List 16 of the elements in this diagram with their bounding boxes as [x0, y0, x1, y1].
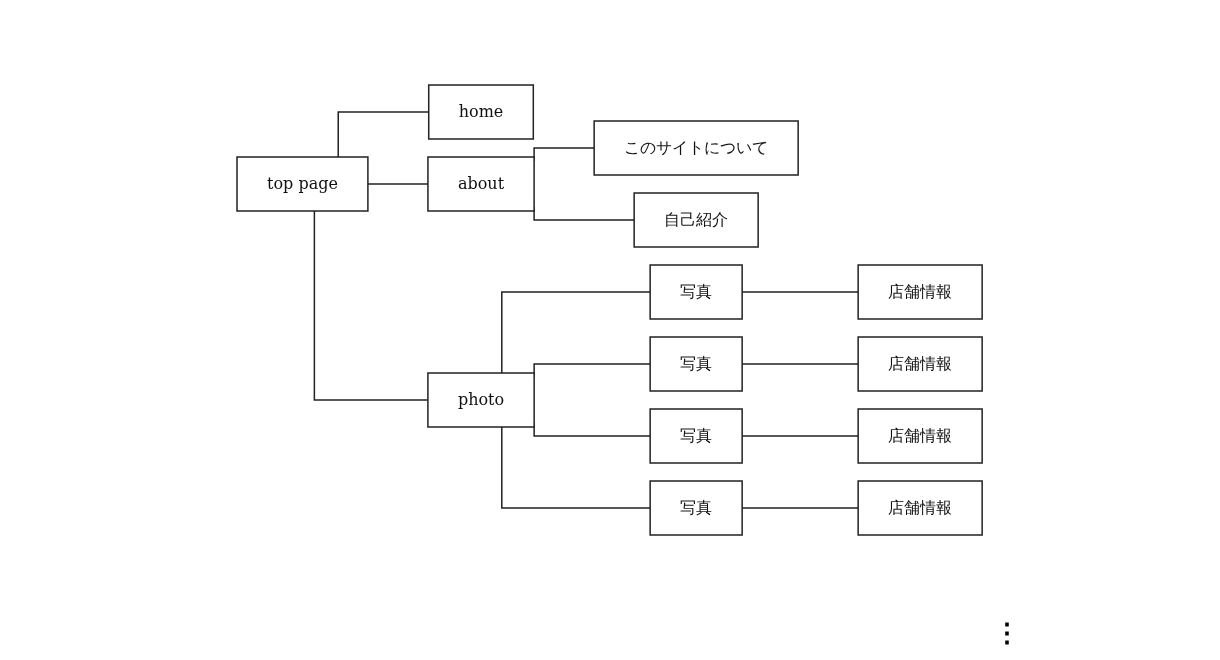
node-box: 店舗情報: [857, 336, 984, 392]
node-box: 写真: [649, 336, 744, 392]
node-box: 店舗情報: [857, 264, 984, 320]
node-box: about: [427, 156, 536, 212]
node-box: 店舗情報: [857, 480, 984, 536]
node-box: photo: [427, 372, 536, 428]
connector: [337, 111, 430, 158]
ellipsis-mark: ⋮: [994, 620, 1020, 646]
node-box: home: [428, 84, 535, 140]
node-box: このサイトについて: [593, 120, 800, 176]
node-box: 自己紹介: [633, 192, 760, 248]
node-box: 店舗情報: [857, 408, 984, 464]
node-box: 写真: [649, 264, 744, 320]
node-box: top page: [236, 156, 370, 212]
node-box: 写真: [649, 480, 744, 536]
node-box: 写真: [649, 408, 744, 464]
